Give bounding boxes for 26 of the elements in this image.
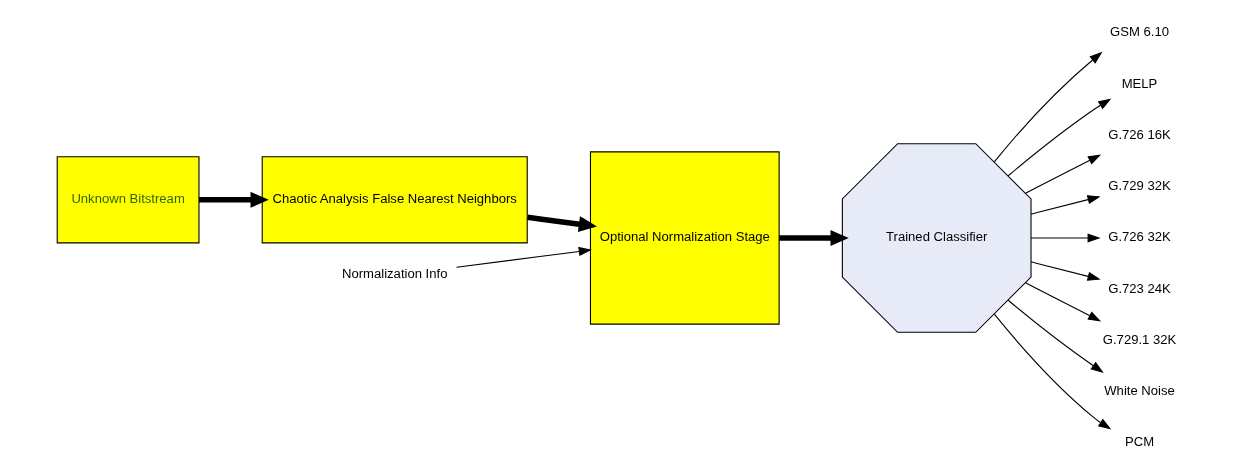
node-text: PCM — [1124, 433, 1154, 449]
node-text: MELP — [1121, 75, 1157, 91]
node-box: Optional Normalization Stage — [589, 150, 780, 325]
arrow — [198, 191, 269, 208]
node-text: G.726 32K — [1107, 228, 1171, 244]
node-text: G.723 24K — [1107, 280, 1171, 296]
arrow — [1030, 232, 1101, 243]
arrow — [1030, 260, 1101, 281]
arrow — [1024, 154, 1101, 194]
node-text: G.729.1 32K — [1102, 331, 1176, 347]
arrow — [1024, 281, 1101, 321]
arrow — [455, 246, 592, 268]
arrow — [993, 313, 1111, 430]
arrow — [1030, 194, 1101, 215]
arrow — [993, 51, 1102, 162]
node-text: GSM 6.10 — [1109, 23, 1169, 39]
node-text: G.729 32K — [1107, 177, 1171, 193]
arrow — [1007, 98, 1111, 176]
node-text: White Noise — [1103, 382, 1175, 398]
arrow — [1007, 299, 1104, 373]
node-box: Unknown Bitstream — [56, 155, 200, 243]
node-text: Normalization Info — [341, 265, 447, 281]
node-text: G.726 16K — [1107, 126, 1171, 142]
arrow — [526, 214, 597, 232]
node-box: Chaotic Analysis False Nearest Neighbors — [261, 155, 528, 243]
arrow — [778, 229, 849, 246]
